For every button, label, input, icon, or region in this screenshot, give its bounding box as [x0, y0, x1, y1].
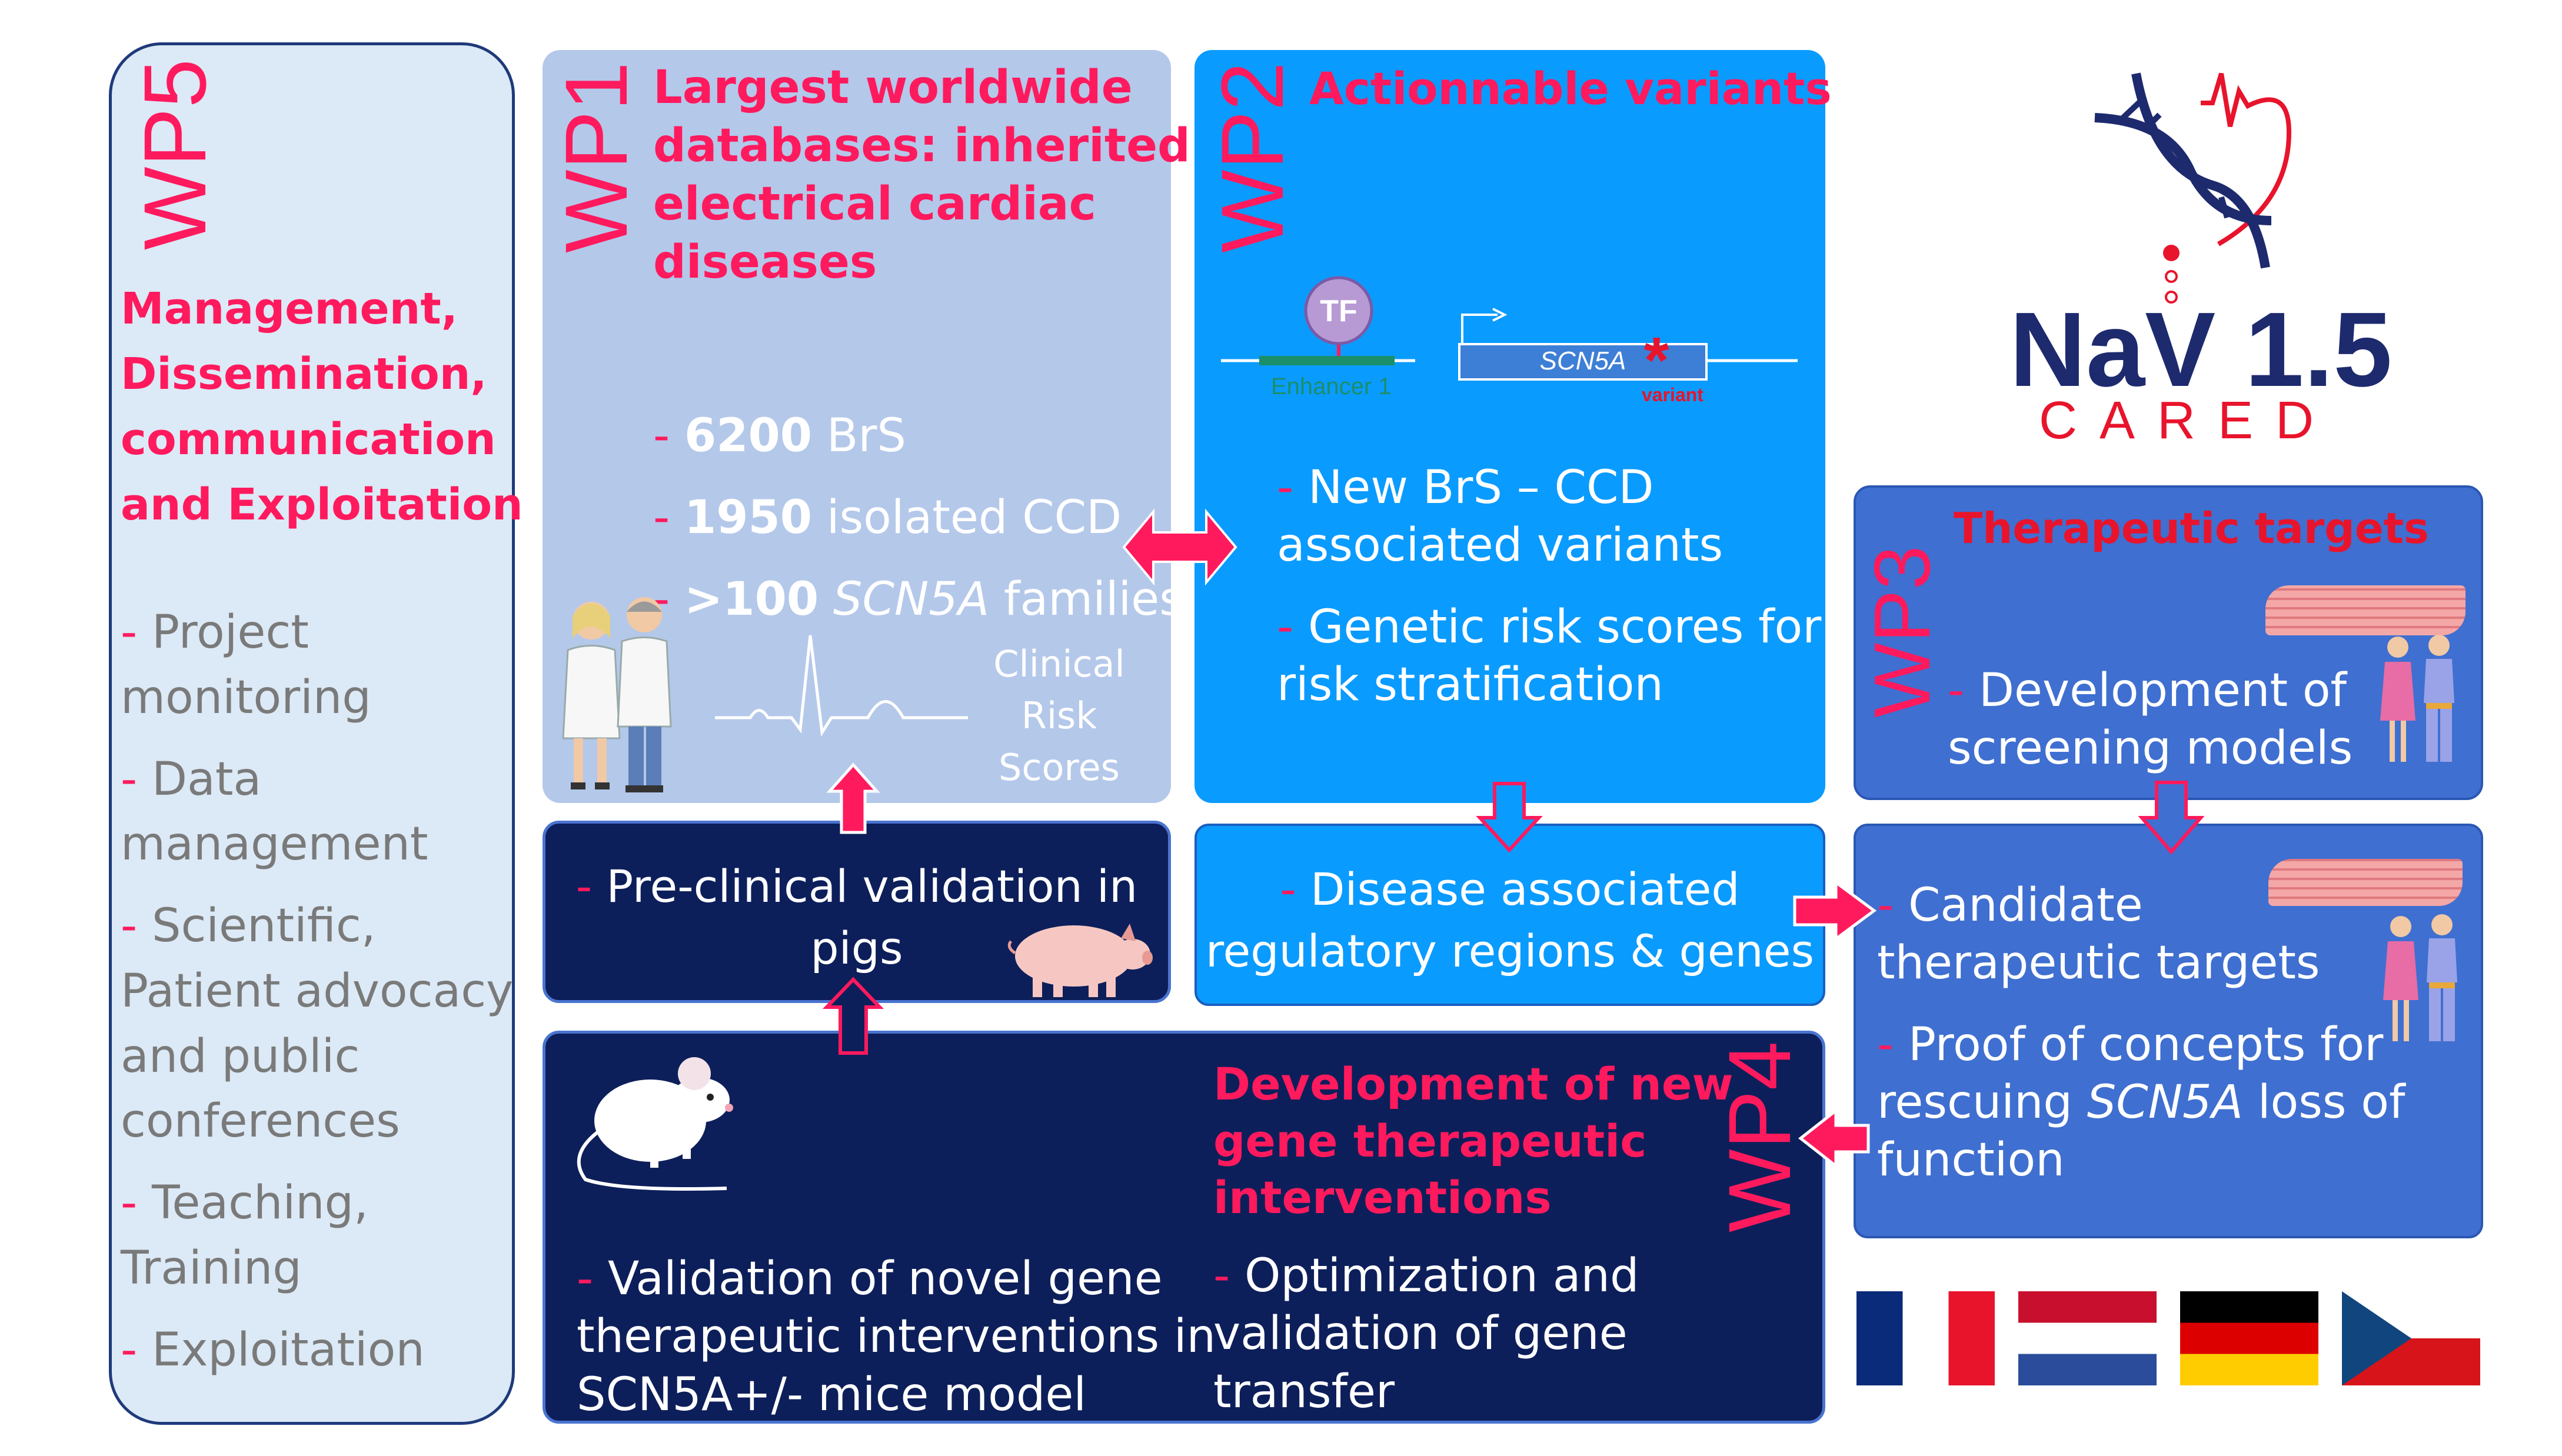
wp5-title: Management, Dissemination, communication… [121, 284, 523, 530]
muscle-fiber-icon [2268, 859, 2463, 906]
wp3-items: - Development of screening models [1948, 664, 2353, 775]
logo-name: NaV 1.5 [2009, 291, 2393, 409]
regulatory-text: - Disease associated regulatory regions … [1205, 863, 1815, 977]
preclinical-text: - Pre-clinical validation in pigs [575, 860, 1138, 974]
enhancer-label: Enhancer 1 [1271, 374, 1392, 399]
patients-icon [2380, 635, 2454, 762]
variant-asterisk: * [1644, 324, 1669, 397]
variant-label: variant [1642, 384, 1703, 405]
candidate-items: - Candidate therapeutic targets - Proof … [1877, 877, 2405, 1189]
wp5-item: - Scientific, Patient advocacy and publi… [121, 899, 514, 1148]
muscle-fiber-icon [2265, 585, 2465, 635]
mouse-icon [577, 1057, 733, 1191]
up-arrow-icon [822, 977, 884, 1055]
wp5-item: - Teaching, Training [121, 1177, 368, 1295]
wp1-title: Largest worldwide databases: inherited e… [653, 61, 1190, 289]
gene-diagram: TF Enhancer 1 SCN5A * variant [1221, 276, 1798, 405]
wp3-panel [1854, 485, 2483, 800]
right-arrow-icon [1793, 879, 1877, 942]
wp5-item: - Exploitation [121, 1323, 425, 1377]
czech-flag [2342, 1291, 2480, 1385]
gene-label: SCN5A [1540, 346, 1626, 375]
patients-icon [2383, 914, 2457, 1041]
up-arrow-icon [826, 762, 880, 834]
pig-icon [1007, 924, 1153, 997]
france-flag [1856, 1291, 1995, 1385]
wp2-title: Actionnable variants [1309, 62, 1832, 115]
double-arrow-icon [1122, 508, 1237, 586]
wp3-title: Therapeutic targets [1954, 504, 2429, 553]
wp4-title: Development of new gene therapeutic inte… [1213, 1058, 1733, 1224]
wp4-panel [543, 1031, 1825, 1424]
left-arrow-icon [1798, 1107, 1870, 1170]
wp2-item: - New BrS – CCD associated variants [1277, 461, 1723, 572]
germany-flag [2180, 1291, 2318, 1385]
wp1-stat: - 6200 BrS [653, 409, 906, 462]
candidate-item: - Proof of concepts for rescuing SCN5A l… [1877, 1018, 2405, 1187]
down-arrow-icon [1476, 782, 1543, 853]
wp5-panel [109, 42, 515, 1425]
logo-subtitle: CARED [2039, 391, 2337, 450]
wp1-stats: - 6200 BrS - 1950 isolated CCD - >100 SC… [653, 395, 1183, 640]
wp5-items: - Project monitoring - Data management -… [121, 600, 513, 1382]
doctors-icon [562, 597, 672, 792]
wp1-stat: - 1950 isolated CCD [653, 491, 1122, 544]
wp4-left-text: - Validation of novel gene therapeutic i… [577, 1252, 1216, 1421]
down-arrow-icon [2138, 781, 2205, 855]
wp2-items: - New BrS – CCD associated variants - Ge… [1277, 459, 1821, 714]
wp5-item: - Data management [121, 752, 428, 871]
wp4-right-text: - Optimization and validation of gene tr… [1213, 1250, 1639, 1418]
ecg-trace-icon [715, 635, 968, 737]
wp1-clinical-label: Clinical Risk Scores [993, 642, 1125, 789]
netherlands-flag [2018, 1291, 2157, 1385]
tf-label: TF [1320, 294, 1357, 328]
wp2-item: - Genetic risk scores for risk stratific… [1277, 600, 1822, 711]
wp2-panel [1195, 50, 1825, 803]
candidate-item: - Candidate therapeutic targets [1877, 879, 2320, 990]
dna-heart-logo-icon [2094, 72, 2292, 304]
wp5-item: - Project monitoring [121, 606, 371, 724]
